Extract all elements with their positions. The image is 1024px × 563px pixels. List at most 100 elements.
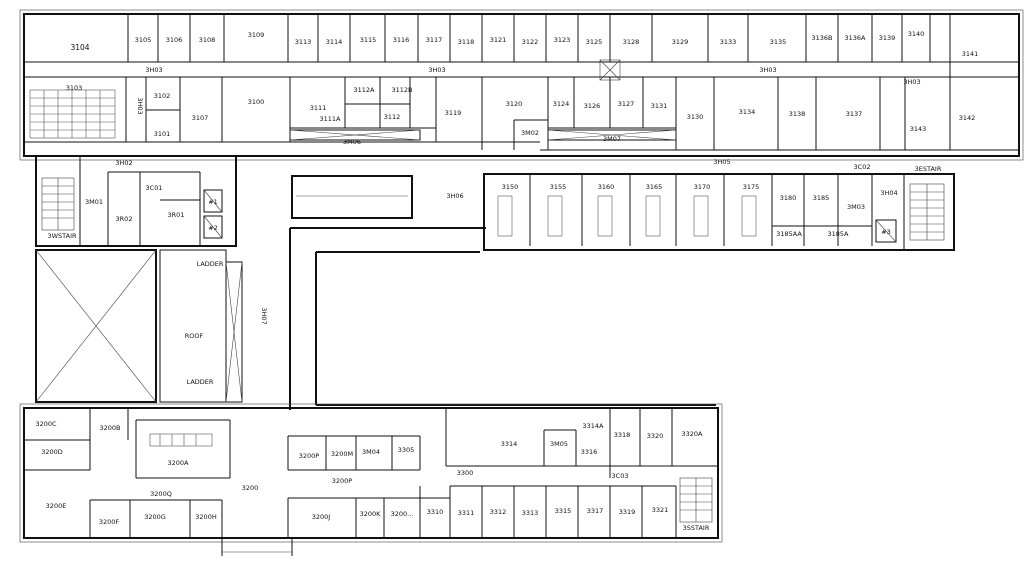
room-label-3131: 3131 (651, 102, 668, 110)
room-label-3200k: 3200K (360, 510, 382, 518)
ladder-label-bottom: LADDER (187, 378, 214, 386)
room-label-3320a: 3320A (682, 430, 704, 438)
room-label-3100: 3100 (248, 98, 265, 106)
room-label-3109: 3109 (248, 31, 265, 39)
room-label-3321: 3321 (652, 506, 669, 514)
room-label-3112a: 3112A (354, 86, 376, 94)
room-label-3185aa: 3185AA (776, 230, 802, 238)
room-label-3126: 3126 (584, 102, 601, 110)
hall-label-3h03-east: 3H03 (759, 66, 776, 74)
room-label-3c03: 3C03 (612, 472, 629, 480)
mech-shafts (289, 59, 677, 141)
hall-label-3h07: 3H07 (260, 307, 268, 324)
roof-label: ROOF (185, 332, 204, 340)
room-label-3121: 3121 (490, 36, 507, 44)
hall-label-3h02: 3H02 (115, 159, 132, 167)
room-label-3314: 3314 (501, 440, 518, 448)
room-label-3m06: 3M06 (343, 138, 361, 146)
room-label-3138: 3138 (789, 110, 806, 118)
north-wing-walls (19, 9, 1024, 161)
room-label-3117: 3117 (426, 36, 443, 44)
room-label-3180: 3180 (780, 194, 797, 202)
room-label-3142: 3142 (959, 114, 976, 122)
room-label-3111a: 3111A (320, 115, 342, 123)
room-label-3113: 3113 (295, 38, 312, 46)
room-label-3319: 3319 (619, 508, 636, 516)
room-label-3143: 3143 (910, 125, 927, 133)
room-label-3313: 3313 (522, 509, 539, 517)
room-label-3314a: 3314A (583, 422, 605, 430)
room-label-3185: 3185 (813, 194, 830, 202)
room-label-3137: 3137 (846, 110, 863, 118)
room-label-3m07: 3M07 (603, 135, 621, 143)
ladder-label-top: LADDER (197, 260, 224, 268)
room-label-3200c: 3200C (35, 420, 57, 428)
room-label-3r01: 3R01 (168, 211, 185, 219)
room-label-3305: 3305 (398, 446, 415, 454)
room-label-3estair: 3ESTAIR (915, 165, 942, 173)
room-label-3318: 3318 (614, 431, 631, 439)
room-label-3111: 3111 (310, 104, 327, 112)
room-label-3141: 3141 (962, 50, 979, 58)
room-label-3200h: 3200H (195, 513, 217, 521)
hall-label-3h03-center: 3H03 (428, 66, 445, 74)
room-label-3116: 3116 (393, 36, 410, 44)
room-label-3200j: 3200J (312, 513, 331, 521)
room-label-3m04: 3M04 (362, 448, 380, 456)
room-label-3123: 3123 (554, 36, 571, 44)
south-wing-walls (19, 403, 723, 556)
room-label-3150: 3150 (502, 183, 519, 191)
classroom-seating-3103 (29, 89, 116, 139)
room-label-3115: 3115 (360, 36, 377, 44)
classroom-tables (497, 195, 757, 237)
east-classrooms-walls (483, 173, 955, 251)
room-label-3134: 3134 (739, 108, 756, 116)
room-label-3312: 3312 (490, 508, 507, 516)
room-label-3185a: 3185A (828, 230, 850, 238)
room-label-3200e: 3200E (46, 502, 67, 510)
room-label-3315: 3315 (555, 507, 572, 515)
courtyard-frame (289, 175, 716, 410)
room-label-3120: 3120 (506, 100, 523, 108)
elevator-label-1: #1 (208, 198, 218, 206)
room-label-3200a: 3200A (168, 459, 190, 467)
room-label-3200f: 3200F (99, 518, 120, 526)
room-label-3122: 3122 (522, 38, 539, 46)
hall-label-3h03-west: 3H03 (145, 66, 162, 74)
room-label-3125: 3125 (586, 38, 603, 46)
room-label-3101: 3101 (154, 130, 171, 138)
room-label-3200p-south: 3200P (332, 477, 353, 485)
west-core-walls (35, 155, 237, 247)
hall-label-3h03-far-east: 3H03 (903, 78, 920, 86)
room-label-3102: 3102 (154, 92, 171, 100)
room-label-3200m: 3200M (331, 450, 353, 458)
room-label-3135: 3135 (770, 38, 787, 46)
room-label-3165: 3165 (646, 183, 663, 191)
room-label-3107: 3107 (192, 114, 209, 122)
room-label-3200p-north: 3200P (299, 452, 320, 460)
room-label-3200g: 3200G (144, 513, 166, 521)
room-label-3m05: 3M05 (550, 440, 568, 448)
room-label-3106: 3106 (166, 36, 183, 44)
room-label-3wstair: 3WSTAIR (47, 232, 77, 240)
room-label-3r02: 3R02 (116, 215, 133, 223)
room-label-3108: 3108 (199, 36, 216, 44)
room-label-3104: 3104 (70, 43, 89, 52)
room-label-3105: 3105 (135, 36, 152, 44)
room-label-3124: 3124 (553, 100, 570, 108)
room-label-3119: 3119 (445, 109, 462, 117)
roof-atrium (35, 249, 243, 403)
hall-label-3h06: 3H06 (446, 192, 463, 200)
room-label-3m03: 3M03 (847, 203, 865, 211)
room-label-3130: 3130 (687, 113, 704, 121)
hall-label-3h04: 3H04 (880, 189, 897, 197)
room-label-3300: 3300 (457, 469, 474, 477)
room-label-3c01: 3C01 (146, 184, 163, 192)
room-label-3112: 3112 (384, 113, 401, 121)
room-label-3118: 3118 (458, 38, 475, 46)
room-label-3c02: 3C02 (854, 163, 871, 171)
room-label-3160: 3160 (598, 183, 615, 191)
room-label-3114: 3114 (326, 38, 343, 46)
room-label-3200b: 3200B (99, 424, 120, 432)
